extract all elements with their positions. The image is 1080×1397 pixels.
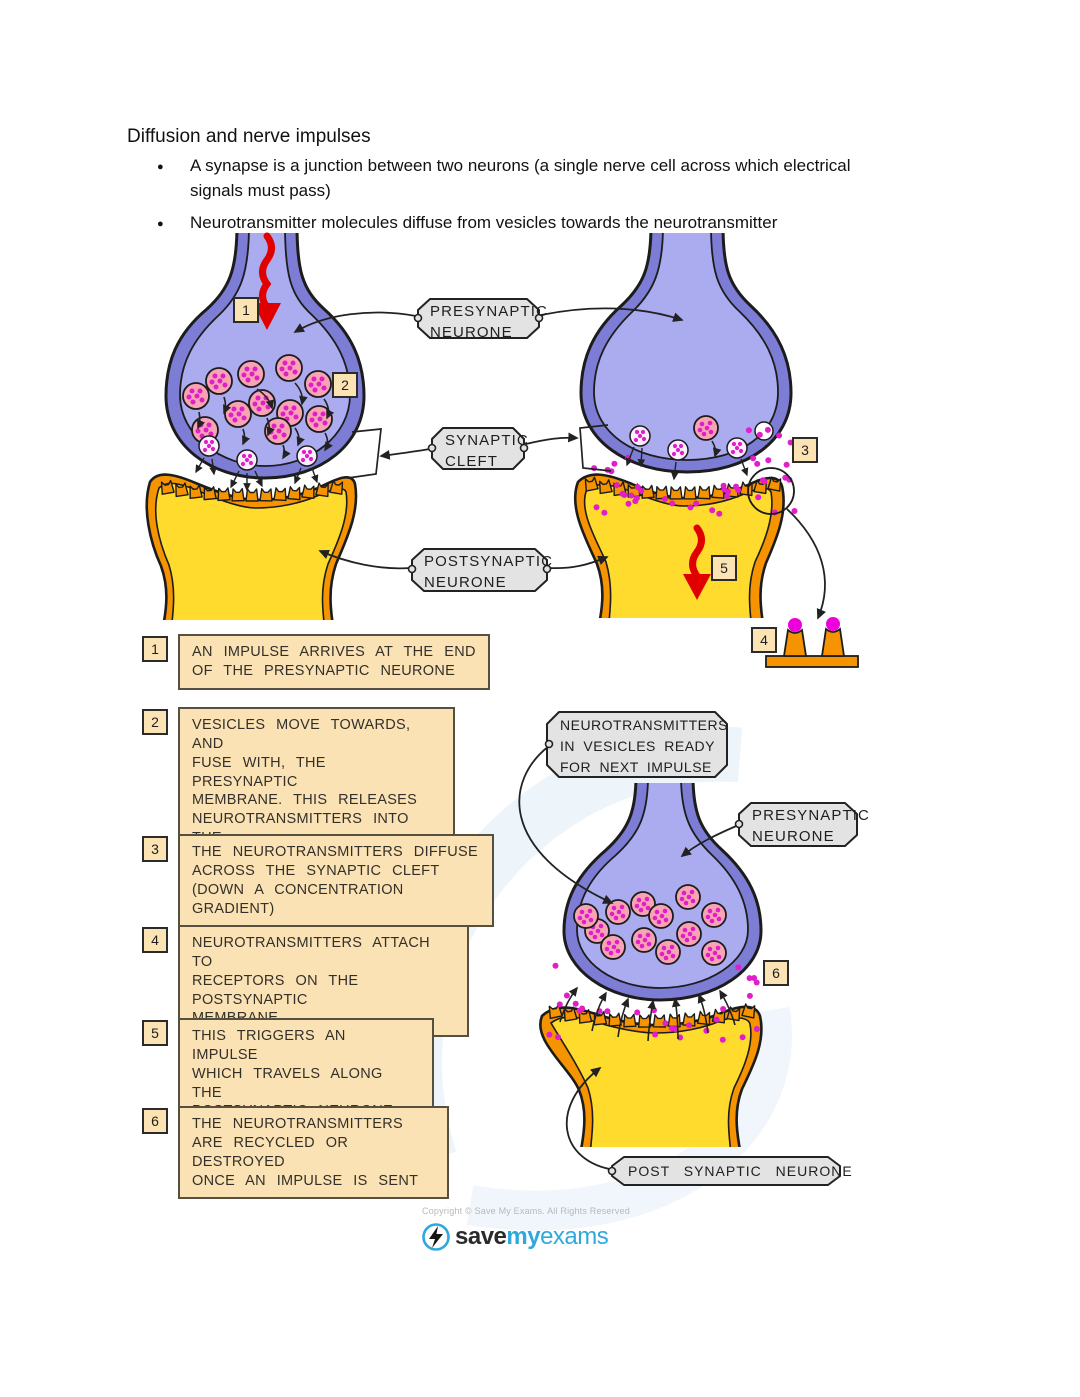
label-postsynaptic-neurone: POSTSYNAPTIC NEURONE xyxy=(424,553,554,591)
step-text-3: THE NEUROTRANSMITTERS DIFFUSE ACROSS THE… xyxy=(178,834,494,928)
logo-exams: exams xyxy=(540,1223,609,1250)
step-number-4: 4 xyxy=(142,927,168,953)
diagram-badge-1: 1 xyxy=(233,297,259,323)
logo-my: my xyxy=(506,1223,541,1250)
save-my-exams-logo: savemyexams xyxy=(421,1222,609,1252)
page-title: Diffusion and nerve impulses xyxy=(127,126,371,147)
label-presynaptic-neurone-bottom: PRESYNAPTIC NEURONE xyxy=(752,807,870,845)
step-text-6: THE NEUROTRANSMITTERS ARE RECYCLED OR DE… xyxy=(178,1106,449,1200)
diagram-badge-4: 4 xyxy=(751,627,777,653)
diagram-badge-6: 6 xyxy=(763,960,789,986)
tag-connector-dots xyxy=(407,313,744,1176)
label-vesicles-ready: NEUROTRANSMITTERS IN VESICLES READY FOR … xyxy=(560,717,728,775)
label-postsynaptic-neurone-bottom: POST SYNAPTIC NEURONE xyxy=(628,1163,853,1179)
logo-save: save xyxy=(455,1223,507,1250)
label-presynaptic-neurone-top: PRESYNAPTIC NEURONE xyxy=(430,303,548,341)
step-number-6: 6 xyxy=(142,1108,168,1134)
step-number-1: 1 xyxy=(142,636,168,662)
label-synaptic-cleft: SYNAPTIC CLEFT xyxy=(445,432,529,470)
bullet-item: A synapse is a junction between two neur… xyxy=(157,154,957,204)
bullet-item: Neurotransmitter molecules diffuse from … xyxy=(157,211,957,236)
label-tags xyxy=(411,298,858,1186)
diagram-badge-5: 5 xyxy=(711,555,737,581)
release-arrows xyxy=(195,446,749,492)
postsynaptic-neurone-bottom xyxy=(539,1005,763,1147)
vesicle-motion-arrows xyxy=(197,382,722,460)
logo-text: savemyexams xyxy=(455,1223,609,1251)
diagram-badge-3: 3 xyxy=(792,437,818,463)
receptor-detail xyxy=(765,617,859,668)
copyright-text: Copyright © Save My Exams. All Rights Re… xyxy=(422,1206,630,1216)
lightning-bolt-icon xyxy=(422,1223,450,1251)
label-arrows xyxy=(293,307,826,1171)
step-number-5: 5 xyxy=(142,1020,168,1046)
recycle-arrows xyxy=(559,986,736,1042)
neurotransmitter-dots xyxy=(546,426,798,1043)
magnifier-circle xyxy=(747,467,795,515)
bullet-list: A synapse is a junction between two neur… xyxy=(157,154,957,243)
impulse-arrow-presynaptic xyxy=(253,232,281,330)
diagram-badge-2: 2 xyxy=(332,372,358,398)
step-number-2: 2 xyxy=(142,709,168,735)
impulse-arrow-postsynaptic xyxy=(683,524,711,600)
step-number-3: 3 xyxy=(142,836,168,862)
cleft-brackets xyxy=(347,424,612,479)
step-text-1: AN IMPULSE ARRIVES AT THE END OF THE PRE… xyxy=(178,634,490,690)
postsynaptic-neurone-right xyxy=(573,473,785,618)
